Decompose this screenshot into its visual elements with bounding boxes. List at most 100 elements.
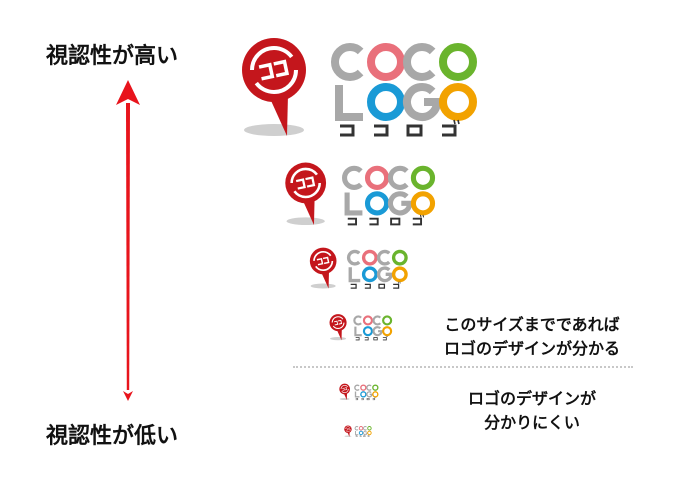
recognizable-line-1: このサイズまでであれば xyxy=(444,315,620,334)
logo-kana-ro xyxy=(390,217,401,226)
pin-ring xyxy=(250,46,298,94)
low-visibility-label: 視認性が低い xyxy=(46,424,179,449)
logo-letter-c xyxy=(403,43,436,81)
hard-to-recognize-note: ロゴのデザインが 分かりにくい xyxy=(422,387,642,435)
logo-size-6 xyxy=(344,425,372,437)
logo-letter-o xyxy=(361,249,378,266)
logo-letter-g xyxy=(376,266,393,283)
logo-kana-ko xyxy=(355,398,359,401)
pin-kana-ko xyxy=(346,428,349,431)
pin-kana-ko xyxy=(333,320,339,326)
logo-letter-c xyxy=(331,43,364,81)
logo-line-1 xyxy=(354,384,379,391)
pin-kana-mark xyxy=(258,59,290,81)
logo-letter-o xyxy=(358,430,364,436)
logo-letter-o xyxy=(372,384,379,391)
logo-letter-o xyxy=(372,391,379,398)
logo-kana-ko xyxy=(355,337,360,341)
logo-kana-dakuten xyxy=(397,281,401,284)
hard-line-1: ロゴのデザインが xyxy=(467,389,596,408)
logo-shadow xyxy=(286,217,325,226)
pin-pointer xyxy=(336,329,342,341)
pin-kana-ko xyxy=(295,178,306,190)
logo-kana xyxy=(347,214,425,226)
logo-letter-o xyxy=(410,191,436,216)
logo-line-2 xyxy=(355,430,372,436)
logo-letter-o xyxy=(364,165,390,190)
logo-letter-g xyxy=(387,191,413,216)
pin-ring xyxy=(340,385,349,393)
logo-letter-c xyxy=(363,426,367,431)
pin-pointer xyxy=(268,94,288,136)
logo-letter-o xyxy=(360,384,367,391)
arrow-head-down-icon xyxy=(123,391,133,401)
logo-letter-c xyxy=(342,165,363,190)
logo-kana-ko xyxy=(359,435,362,437)
logo-line-2 xyxy=(354,326,393,337)
pin-kana-mark xyxy=(316,256,330,266)
logo-kana-ko xyxy=(374,124,389,137)
dotted-divider xyxy=(293,366,633,368)
logo-letter-c xyxy=(387,165,409,190)
logo-kana xyxy=(355,335,388,341)
hard-line-2: 分かりにくい xyxy=(484,413,580,432)
logo-kana xyxy=(340,119,460,137)
logo-letter-l xyxy=(354,391,360,398)
logo-line-2 xyxy=(335,83,477,121)
recognizable-note: このサイズまでであれば ロゴのデザインが分かる xyxy=(422,313,642,361)
logo-line-1 xyxy=(331,43,477,81)
arrow-head-up-icon xyxy=(116,80,140,105)
logo-kana-ko xyxy=(340,124,355,137)
logo-letter-o xyxy=(362,315,373,326)
logo-letter-l xyxy=(335,85,363,121)
logo-kana-ko xyxy=(347,217,357,226)
logo-letter-o xyxy=(362,326,373,337)
pin-kana-ko xyxy=(337,319,343,325)
coco-logo xyxy=(329,314,393,341)
logo-kana-ro xyxy=(366,398,370,401)
logo-shadow xyxy=(310,283,336,289)
pin-pointer xyxy=(343,393,347,400)
pin-kana-mark xyxy=(346,427,350,431)
logo-kana xyxy=(355,397,376,401)
logo-letter-o xyxy=(439,43,477,81)
logo-letter-o xyxy=(367,430,372,436)
logo-kana-ro xyxy=(378,283,386,289)
logo-size-4 xyxy=(329,313,393,341)
pin-pointer xyxy=(301,198,315,226)
pin-kana-ko xyxy=(342,387,345,391)
logo-letter-c xyxy=(354,384,360,391)
logo-shadow xyxy=(244,124,304,136)
logo-kana-ko xyxy=(364,283,371,289)
logo-line-2 xyxy=(344,191,436,216)
logo-letter-o xyxy=(367,43,405,81)
pin-pointer xyxy=(320,271,329,289)
pin-kana-mark xyxy=(333,319,343,326)
pin-kana-ko xyxy=(316,257,324,266)
pin-ring xyxy=(331,316,345,329)
logo-kana-ko xyxy=(372,398,376,401)
pin-kana-ko xyxy=(273,59,290,78)
logo-kana-ro xyxy=(406,124,423,137)
coco-logo xyxy=(242,38,477,137)
logo-line-2 xyxy=(348,266,408,283)
logo-letter-o xyxy=(364,191,390,216)
logo-line-2 xyxy=(354,391,379,398)
logo-letter-c xyxy=(366,384,372,391)
logo-kana-dakuten xyxy=(419,214,425,218)
pin-kana-mark xyxy=(342,387,348,391)
logo-letter-c xyxy=(354,426,359,431)
logo-kana-ko xyxy=(350,283,357,289)
logo-letter-l xyxy=(348,267,361,283)
logo-letter-c xyxy=(346,249,361,266)
logo-kana-ko xyxy=(367,435,370,437)
logo-letter-g xyxy=(363,430,368,436)
logo-letter-g xyxy=(372,326,383,337)
visibility-arrow xyxy=(116,80,140,401)
logo-size-2 xyxy=(284,160,437,227)
high-visibility-label: 視認性が高い xyxy=(46,44,179,69)
logo-letter-l xyxy=(355,430,359,436)
logo-letter-c xyxy=(372,315,382,326)
logo-letter-o xyxy=(367,426,372,431)
coco-logo xyxy=(309,247,408,289)
